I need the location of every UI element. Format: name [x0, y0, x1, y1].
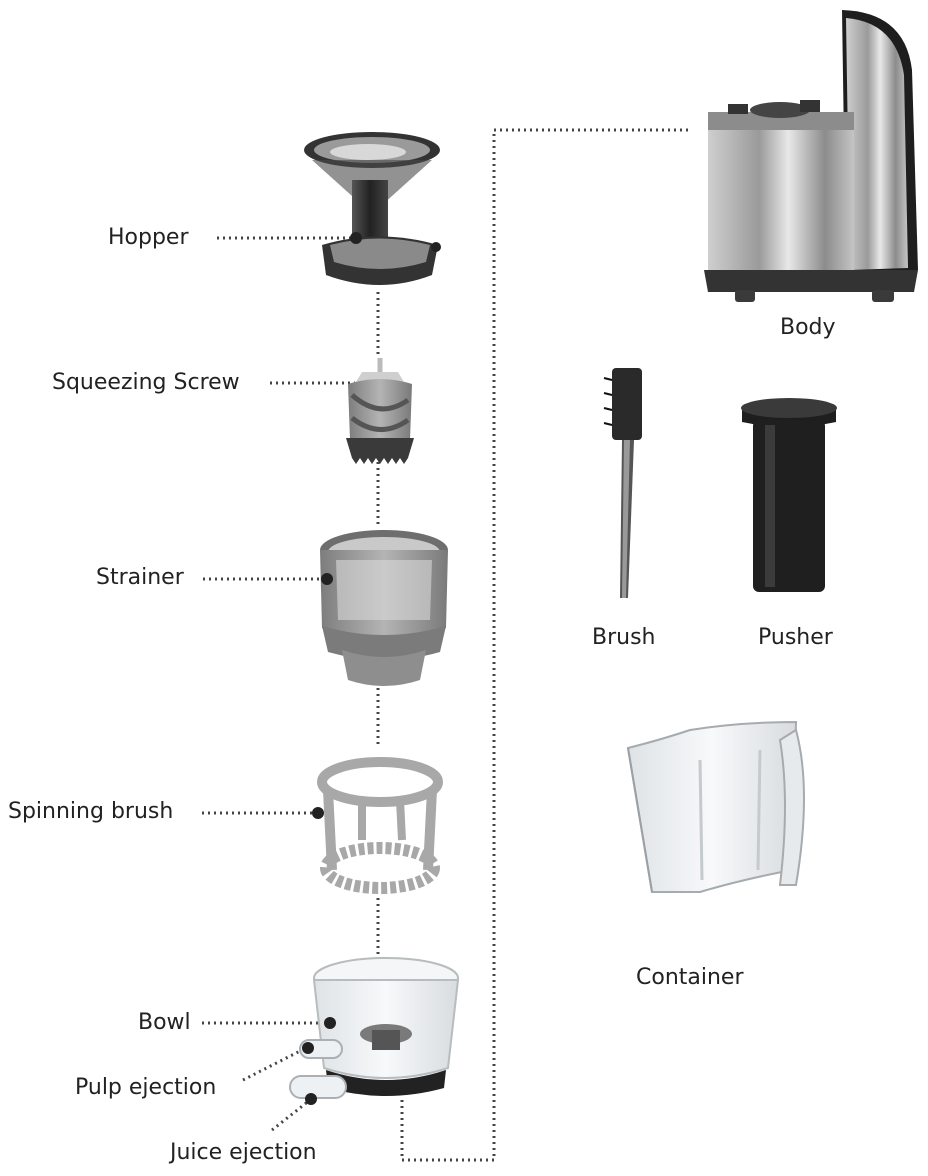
body-image	[704, 10, 918, 302]
container-image	[628, 722, 804, 892]
label-hopper: Hopper	[108, 225, 189, 251]
leader-juice-ejection	[272, 1100, 310, 1130]
pusher-image	[741, 398, 837, 592]
strainer-image	[320, 530, 448, 686]
label-body: Body	[780, 315, 836, 341]
label-pusher: Pusher	[758, 625, 833, 651]
label-spinning-brush: Spinning brush	[8, 799, 173, 825]
label-container: Container	[636, 965, 744, 991]
label-bowl: Bowl	[138, 1010, 191, 1036]
label-juice-ejection: Juice ejection	[170, 1140, 317, 1166]
hopper-image	[304, 132, 441, 285]
brush-image	[604, 368, 642, 598]
label-brush: Brush	[592, 625, 656, 651]
leader-pulp-ejection	[243, 1048, 306, 1080]
label-squeezing-screw: Squeezing Screw	[52, 370, 240, 396]
bowl-image	[290, 958, 458, 1105]
label-pulp-ejection: Pulp ejection	[75, 1075, 216, 1101]
squeezing-screw-image	[346, 358, 414, 464]
label-strainer: Strainer	[96, 565, 184, 591]
spinning-brush-image	[312, 762, 438, 888]
